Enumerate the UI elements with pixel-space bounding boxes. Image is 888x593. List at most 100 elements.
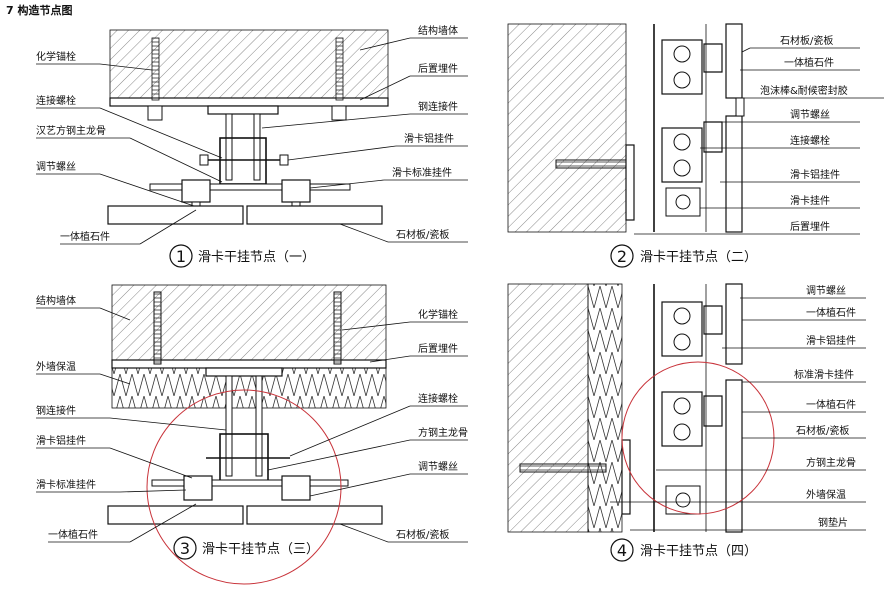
label-steel-connector: 钢连接件 xyxy=(418,100,458,113)
slide-aluminum-hanger xyxy=(703,305,723,335)
label-stone-panel: 石材板/瓷板 xyxy=(796,424,849,437)
panel-2: 石材板/瓷板 一体植石件 泡沫棒&耐候密封胶 调节螺丝 连接螺栓 滑卡铝挂件 滑… xyxy=(507,23,884,268)
label-integrated-stone-piece: 一体植石件 xyxy=(48,528,98,541)
steel-connector xyxy=(225,113,233,181)
page-title: 7 构造节点图 xyxy=(6,3,72,17)
label-connecting-bolt: 连接螺栓 xyxy=(790,134,830,147)
stone-panel xyxy=(725,115,743,233)
panel-4: 调节螺丝 一体植石件 滑卡铝挂件 标准滑卡挂件 一体植石件 石材板/瓷板 方钢主… xyxy=(507,283,866,562)
slide-aluminum-hanger xyxy=(703,121,723,153)
label-adjust-screw: 调节螺丝 xyxy=(36,161,76,173)
connector-block xyxy=(661,391,703,447)
node-number-circle xyxy=(610,244,634,268)
structural-wall xyxy=(111,284,387,361)
embedded-plate xyxy=(111,359,387,369)
label-square-steel-keel: 方钢主龙骨 xyxy=(418,426,468,439)
label-integrated-stone-piece: 一体植石件 xyxy=(806,398,856,411)
slide-hanger-rail xyxy=(149,183,351,191)
label-embedded-part: 后置埋件 xyxy=(418,63,458,75)
label-slide-aluminum-hanger: 滑卡铝挂件 xyxy=(806,334,856,347)
node-number: 3 xyxy=(180,539,190,558)
stone-panel xyxy=(725,283,743,365)
label-slide-aluminum-hanger: 滑卡铝挂件 xyxy=(790,168,840,181)
label-integrated-stone-piece: 一体植石件 xyxy=(60,230,110,243)
highlight-circle xyxy=(146,389,342,585)
chemical-anchor xyxy=(333,291,342,365)
label-connecting-bolt: 连接螺栓 xyxy=(418,392,458,405)
connector-block xyxy=(661,301,703,357)
embedded-plate xyxy=(625,144,635,221)
label-chemical-anchor: 化学锚栓 xyxy=(36,50,76,63)
sealant xyxy=(735,97,745,117)
chemical-anchor xyxy=(153,291,162,365)
stone-panel xyxy=(107,505,244,525)
slide-hanger-rail xyxy=(151,479,349,487)
connector-block xyxy=(665,485,701,515)
label-stone-panel: 石材板/瓷板 xyxy=(396,228,449,241)
label-standard-slide-hanger: 标准滑卡挂件 xyxy=(794,368,854,381)
label-embedded-part: 后置埋件 xyxy=(790,221,830,233)
label-stone-panel: 石材板/瓷板 xyxy=(780,34,833,47)
node-number: 4 xyxy=(617,541,627,560)
label-embedded-part: 后置埋件 xyxy=(418,343,458,355)
label-slide-standard-hanger: 滑卡标准挂件 xyxy=(392,166,452,179)
panel-3: 结构墙体 外墙保温 钢连接件 滑卡铝挂件 滑卡标准挂件 一体植石件 化学锚栓 后… xyxy=(36,284,468,585)
connector-block xyxy=(665,187,701,217)
structural-wall xyxy=(507,283,589,533)
node-number: 2 xyxy=(617,247,627,266)
slide-aluminum-hanger xyxy=(181,179,211,203)
label-steel-shim: 钢垫片 xyxy=(818,516,848,529)
label-adjust-screw: 调节螺丝 xyxy=(806,285,846,297)
slide-aluminum-hanger xyxy=(281,475,311,501)
label-integrated-stone-piece: 一体植石件 xyxy=(806,306,856,319)
label-slide-standard-hanger: 滑卡标准挂件 xyxy=(36,478,96,491)
stone-panel xyxy=(725,23,743,99)
label-slide-aluminum-hanger: 滑卡铝挂件 xyxy=(404,132,454,145)
structural-wall xyxy=(507,23,627,233)
node-number-circle xyxy=(169,244,193,268)
node-number: 1 xyxy=(176,247,186,266)
anchor-nut xyxy=(331,105,347,121)
label-stone-panel: 石材板/瓷板 xyxy=(396,528,449,541)
node-number-circle xyxy=(173,536,197,560)
chemical-anchor xyxy=(151,37,160,101)
label-steel-connector: 钢连接件 xyxy=(36,404,76,417)
panel-1: 化学锚栓 连接螺栓 汉艺方钢主龙骨 调节螺丝 一体植石件 结构墙体 后置埋件 钢… xyxy=(36,24,468,268)
chemical-anchor xyxy=(519,463,607,473)
stone-panel xyxy=(725,379,743,533)
steel-connector xyxy=(255,375,263,477)
stone-panel xyxy=(246,505,383,525)
label-adjust-screw: 调节螺丝 xyxy=(418,461,458,473)
label-adjust-screw: 调节螺丝 xyxy=(790,109,830,121)
label-square-steel-keel: 方钢主龙骨 xyxy=(806,456,856,469)
connector-block xyxy=(661,39,703,95)
slide-aluminum-hanger xyxy=(183,475,213,501)
steel-connector xyxy=(225,375,233,477)
label-chemical-anchor: 化学锚栓 xyxy=(418,308,458,321)
steel-connector xyxy=(253,113,261,181)
label-structural-wall: 结构墙体 xyxy=(36,294,76,307)
node-number-circle xyxy=(610,538,634,562)
connector-block xyxy=(661,127,703,183)
label-slide-aluminum-hanger: 滑卡铝挂件 xyxy=(36,434,86,447)
label-slide-hanger: 滑卡挂件 xyxy=(790,194,830,207)
stone-panel xyxy=(246,205,383,225)
steel-connector xyxy=(205,367,283,377)
label-insulation: 外墙保温 xyxy=(36,360,76,373)
chemical-anchor xyxy=(555,159,627,169)
steel-connector xyxy=(207,105,279,115)
label-foam-sealant: 泡沫棒&耐候密封胶 xyxy=(760,84,848,97)
node-caption: 滑卡干挂节点（一） xyxy=(198,250,315,265)
anchor-nut xyxy=(147,105,163,121)
slide-aluminum-hanger xyxy=(703,43,723,73)
external-insulation xyxy=(587,283,623,533)
node-caption: 滑卡干挂节点（三） xyxy=(202,542,319,557)
label-structural-wall: 结构墙体 xyxy=(418,24,458,37)
label-connecting-bolt: 连接螺栓 xyxy=(36,94,76,107)
node-caption: 滑卡干挂节点（四） xyxy=(640,544,757,559)
steel-shim xyxy=(621,439,631,515)
label-integrated-stone-piece: 一体植石件 xyxy=(784,56,834,69)
label-square-keel: 汉艺方钢主龙骨 xyxy=(36,124,106,137)
node-caption: 滑卡干挂节点（二） xyxy=(640,250,757,265)
